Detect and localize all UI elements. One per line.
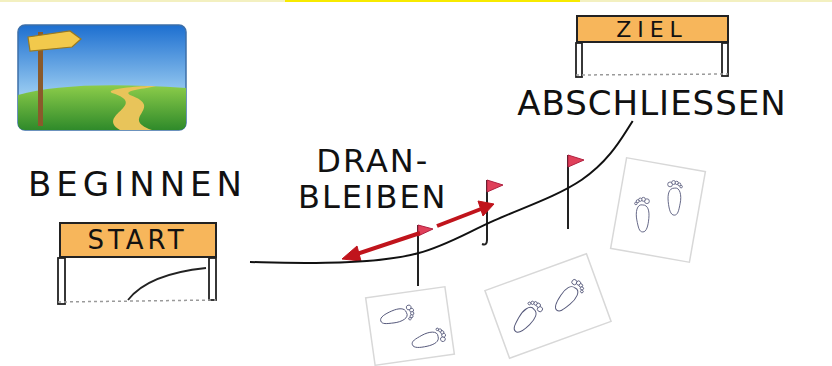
sign-board: ZIEL: [576, 15, 729, 43]
sign-board: START: [59, 222, 217, 258]
goal-sign-posts: [576, 43, 728, 77]
start-sign-posts: [58, 258, 216, 304]
top-rule: [285, 0, 580, 2]
signpost-node: BEGINNEN START: [25, 163, 250, 302]
stage-heading: ABSCHLIESSEN: [517, 85, 786, 121]
path-line: [250, 121, 633, 263]
stage-label: DRAN- BLEIBEN: [298, 143, 448, 215]
top-rule: [0, 0, 832, 2]
stage-heading: BEGINNEN: [28, 163, 247, 205]
signpost-icon: [18, 25, 186, 130]
signpost-node: ZIEL ABSCHLIESSEN: [514, 15, 790, 121]
